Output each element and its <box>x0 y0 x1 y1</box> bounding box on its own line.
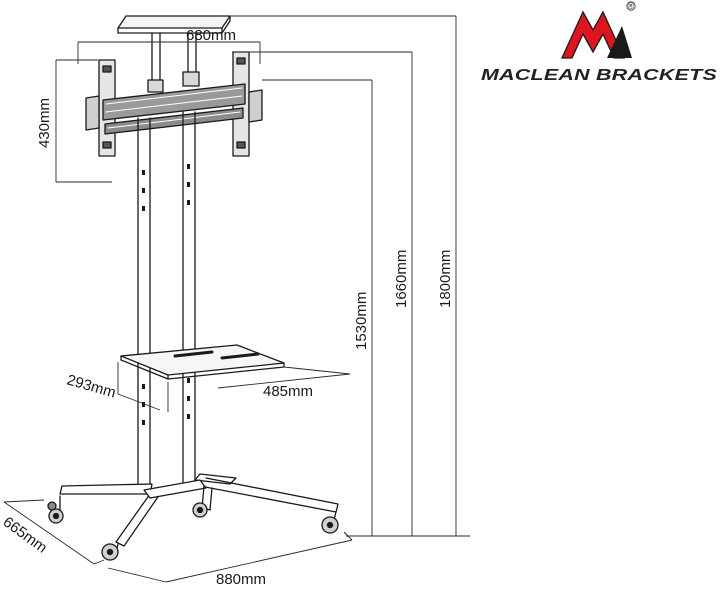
registered-circle-icon <box>626 1 636 11</box>
column-holes <box>142 164 190 425</box>
brand-logo: ® MACLEAN BRACKETS <box>481 1 718 84</box>
stand-drawing <box>47 15 339 561</box>
label-base-width: 880mm <box>216 571 266 588</box>
logo-accent-icon <box>607 26 632 58</box>
label-shelf-width: 485mm <box>263 383 313 400</box>
label-height-min: 1530mm <box>353 292 370 350</box>
brand-name: MACLEAN BRACKETS <box>481 67 718 84</box>
label-base-depth: 665mm <box>0 513 50 556</box>
label-total-height: 1800mm <box>437 250 454 308</box>
camera-shelf <box>117 15 231 93</box>
label-vesa-height: 430mm <box>36 98 53 148</box>
stand-columns <box>137 111 196 493</box>
middle-shelf <box>120 344 285 380</box>
stand-base <box>59 473 339 547</box>
label-shelf-depth: 293mm <box>65 372 118 402</box>
caster-wheels <box>47 495 339 561</box>
label-top-width: 680mm <box>186 27 236 44</box>
label-height-max: 1660mm <box>393 250 410 308</box>
dimension-lines <box>3 15 470 583</box>
registered-mark: ® <box>628 1 635 11</box>
vesa-bracket <box>85 51 263 157</box>
